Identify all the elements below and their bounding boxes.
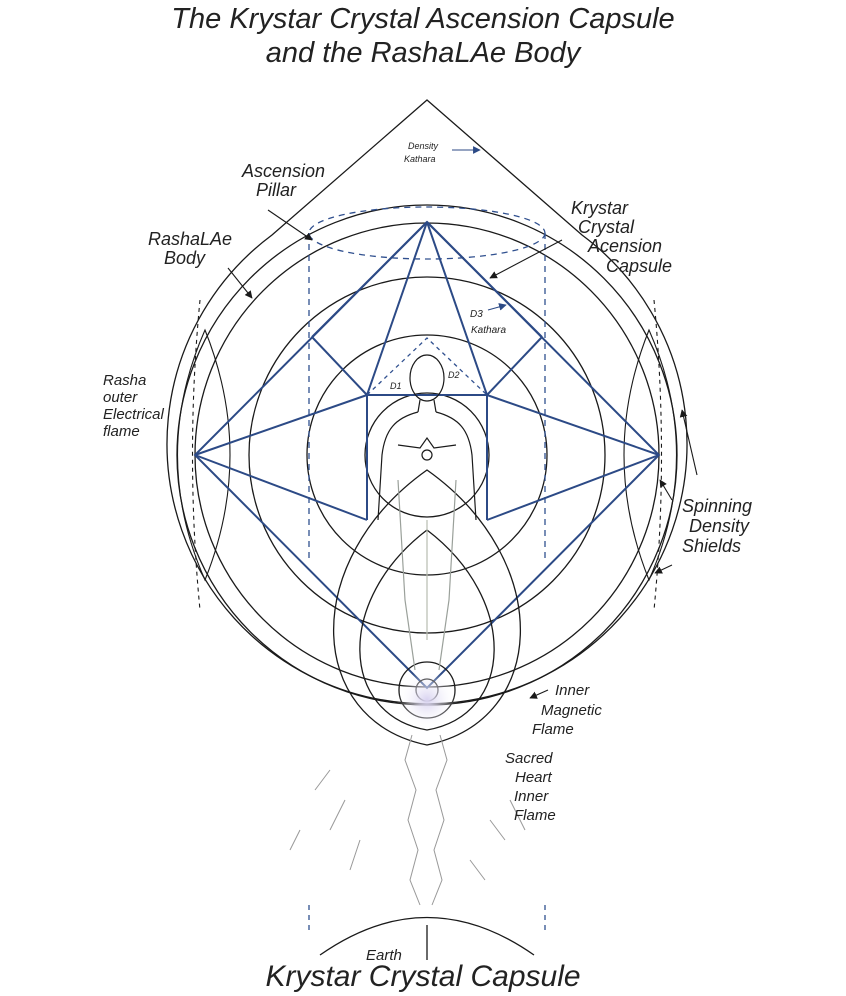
label-sacred-heart-2: Heart	[515, 769, 553, 786]
label-sacred-heart-1: Sacred	[505, 750, 553, 767]
label-rasha-outer-1: Rasha	[103, 372, 146, 389]
right-shield	[623, 328, 677, 582]
inner-circle-2	[364, 392, 490, 518]
arrow-inner-magnetic	[529, 689, 549, 699]
label-sacred-heart-4: Flame	[514, 807, 556, 824]
label-krystar-3: Acension	[587, 236, 662, 256]
label-spinning-3: Shields	[682, 536, 741, 556]
label-d3-kathara-2: Kathara	[471, 325, 506, 336]
inner-flame-petal-1	[333, 469, 521, 746]
label-inner-magnetic-2: Magnetic	[541, 702, 602, 719]
label-ascension-pillar-2: Pillar	[256, 180, 297, 200]
label-d2: D2	[448, 370, 460, 380]
heart-glow	[397, 670, 457, 730]
label-d1: D1	[390, 381, 402, 391]
label-density-kathara-1: Density	[408, 141, 439, 151]
d1-d2-dashed-triangle	[366, 337, 488, 396]
title-line-1: The Krystar Crystal Ascension Capsule	[171, 3, 675, 35]
label-sacred-heart-3: Inner	[514, 788, 549, 805]
label-spinning-1: Spinning	[682, 496, 752, 516]
label-ascension-pillar-1: Ascension	[241, 161, 325, 181]
label-rashalae-body-2: Body	[164, 248, 206, 268]
label-krystar-4: Capsule	[606, 256, 672, 276]
arrow-d3-kathara	[487, 303, 507, 311]
left-shield	[177, 328, 231, 582]
earth-arc	[319, 916, 535, 956]
arrow-krystar-capsule	[489, 239, 563, 279]
label-rasha-outer-4: flame	[103, 423, 140, 440]
arrow-spinning-shields-1	[659, 479, 673, 501]
title-line-2: and the RashaLAe Body	[265, 37, 581, 69]
arrow-spinning-shields-up	[679, 409, 698, 476]
label-earth: Earth	[366, 947, 402, 964]
label-d3-kathara-1: D3	[470, 309, 483, 320]
label-rasha-outer-2: outer	[103, 389, 138, 406]
arrow-rashalae-body	[227, 267, 253, 299]
arrow-spinning-shields-2	[654, 564, 673, 574]
label-krystar-1: Krystar	[571, 198, 629, 218]
label-density-kathara-2: Kathara	[404, 154, 436, 164]
arrow-ascension-pillar	[267, 209, 313, 241]
label-inner-magnetic-3: Flame	[532, 721, 574, 738]
label-inner-magnetic-1: Inner	[555, 682, 590, 699]
label-spinning-2: Density	[689, 516, 750, 536]
label-krystar-2: Crystal	[578, 217, 635, 237]
human-figure	[377, 354, 477, 671]
label-rashalae-body-1: RashaLAe	[148, 229, 232, 249]
footer-title: Krystar Crystal Capsule	[265, 960, 581, 993]
pillar-top-ellipse	[308, 206, 546, 260]
label-rasha-outer-3: Electrical	[103, 406, 165, 423]
